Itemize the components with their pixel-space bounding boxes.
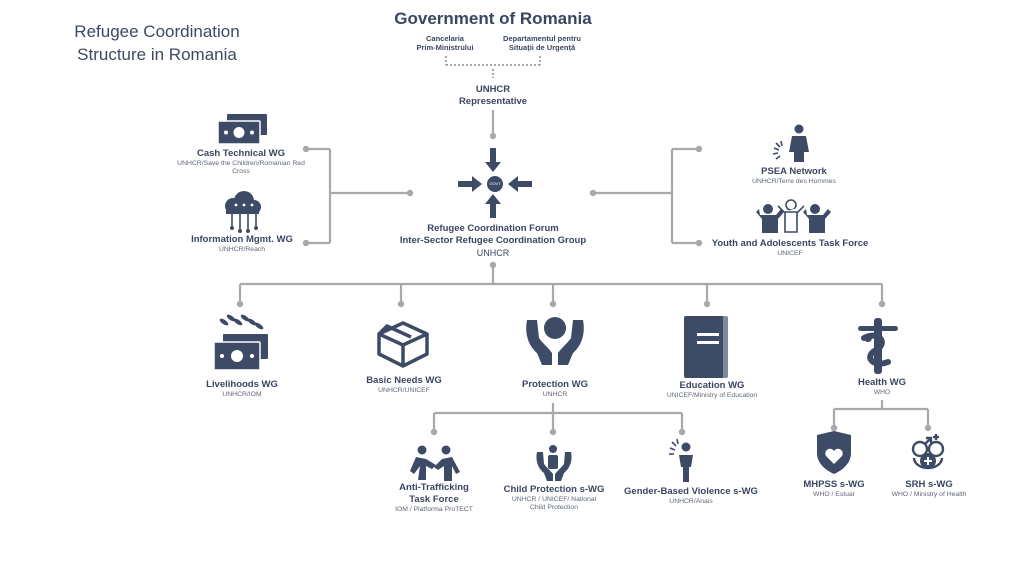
basic-needs-wg: Basic Needs WG UNHCR/UNICEF [366, 375, 442, 394]
government-title: Government of Romania [394, 9, 592, 28]
health-wg: Health WG WHO [857, 377, 907, 396]
anti-trafficking-task-force: Anti-Trafficking Task Force IOM / Platfo… [395, 482, 473, 513]
srh-swg: SRH s-WG WHO / Ministry of Health [891, 479, 967, 498]
srh-icon [911, 434, 945, 470]
protection-wg: Protection WG UNHCR [522, 379, 588, 398]
cloud-network-icon [225, 191, 261, 233]
book-icon [684, 316, 728, 378]
protection-sub-bus [430, 403, 686, 436]
protection-icon [526, 317, 584, 365]
children-group-icon [756, 199, 831, 233]
box-icon [377, 321, 429, 368]
unhcr-representative: UNHCR Representative [458, 84, 528, 107]
cash-icon [217, 114, 267, 145]
child-protection-icon [536, 445, 572, 481]
government-office-right: Departamentul pentru Situații de Urgență [503, 34, 581, 52]
child-protection-swg: Child Protection s-WG UNHCR / UNICEF/ Na… [503, 484, 605, 511]
coordination-forum: Refugee Coordination Forum Inter-Sector … [399, 223, 587, 258]
caduceus-icon [858, 318, 898, 374]
psea-network: PSEA Network UNHCR/Terre des Hommes [752, 166, 836, 185]
left-bracket [302, 145, 414, 247]
rep-dot [489, 132, 497, 140]
livelihoods-icon [213, 314, 268, 371]
heart-shield-icon [817, 431, 851, 474]
right-bracket [589, 145, 703, 247]
livelihoods-wg: Livelihoods WG UNHCR/IOM [206, 379, 278, 398]
gbv-icon [669, 438, 693, 482]
gender-based-violence-swg: Gender-Based Violence s-WG UNHCR/Anais [624, 486, 758, 505]
mhpss-swg: MHPSS s-WG WHO / Estuar [803, 479, 865, 498]
person-alert-icon [772, 124, 809, 162]
youth-adolescents-task-force: Youth and Adolescents Task Force UNICEF [711, 238, 869, 257]
coordination-arrows-icon [458, 148, 532, 218]
education-wg: Education WG UNICEF/Ministry of Educatio… [666, 380, 758, 399]
page-title: Refugee Coordination Structure in Romani… [74, 22, 240, 64]
sectors-bus [236, 261, 886, 308]
government-office-left: Cancelaria Prim-Ministrului [416, 34, 474, 52]
government-bracket [445, 56, 541, 78]
information-mgmt-wg: Information Mgmt. WG UNHCR/Reach [191, 234, 293, 253]
center-icon-label: GOVT [489, 181, 501, 186]
anti-trafficking-icon [410, 445, 460, 481]
health-sub-bus [830, 400, 932, 432]
cash-technical-wg: Cash Technical WG UNHCR/Save the Childre… [177, 148, 305, 175]
